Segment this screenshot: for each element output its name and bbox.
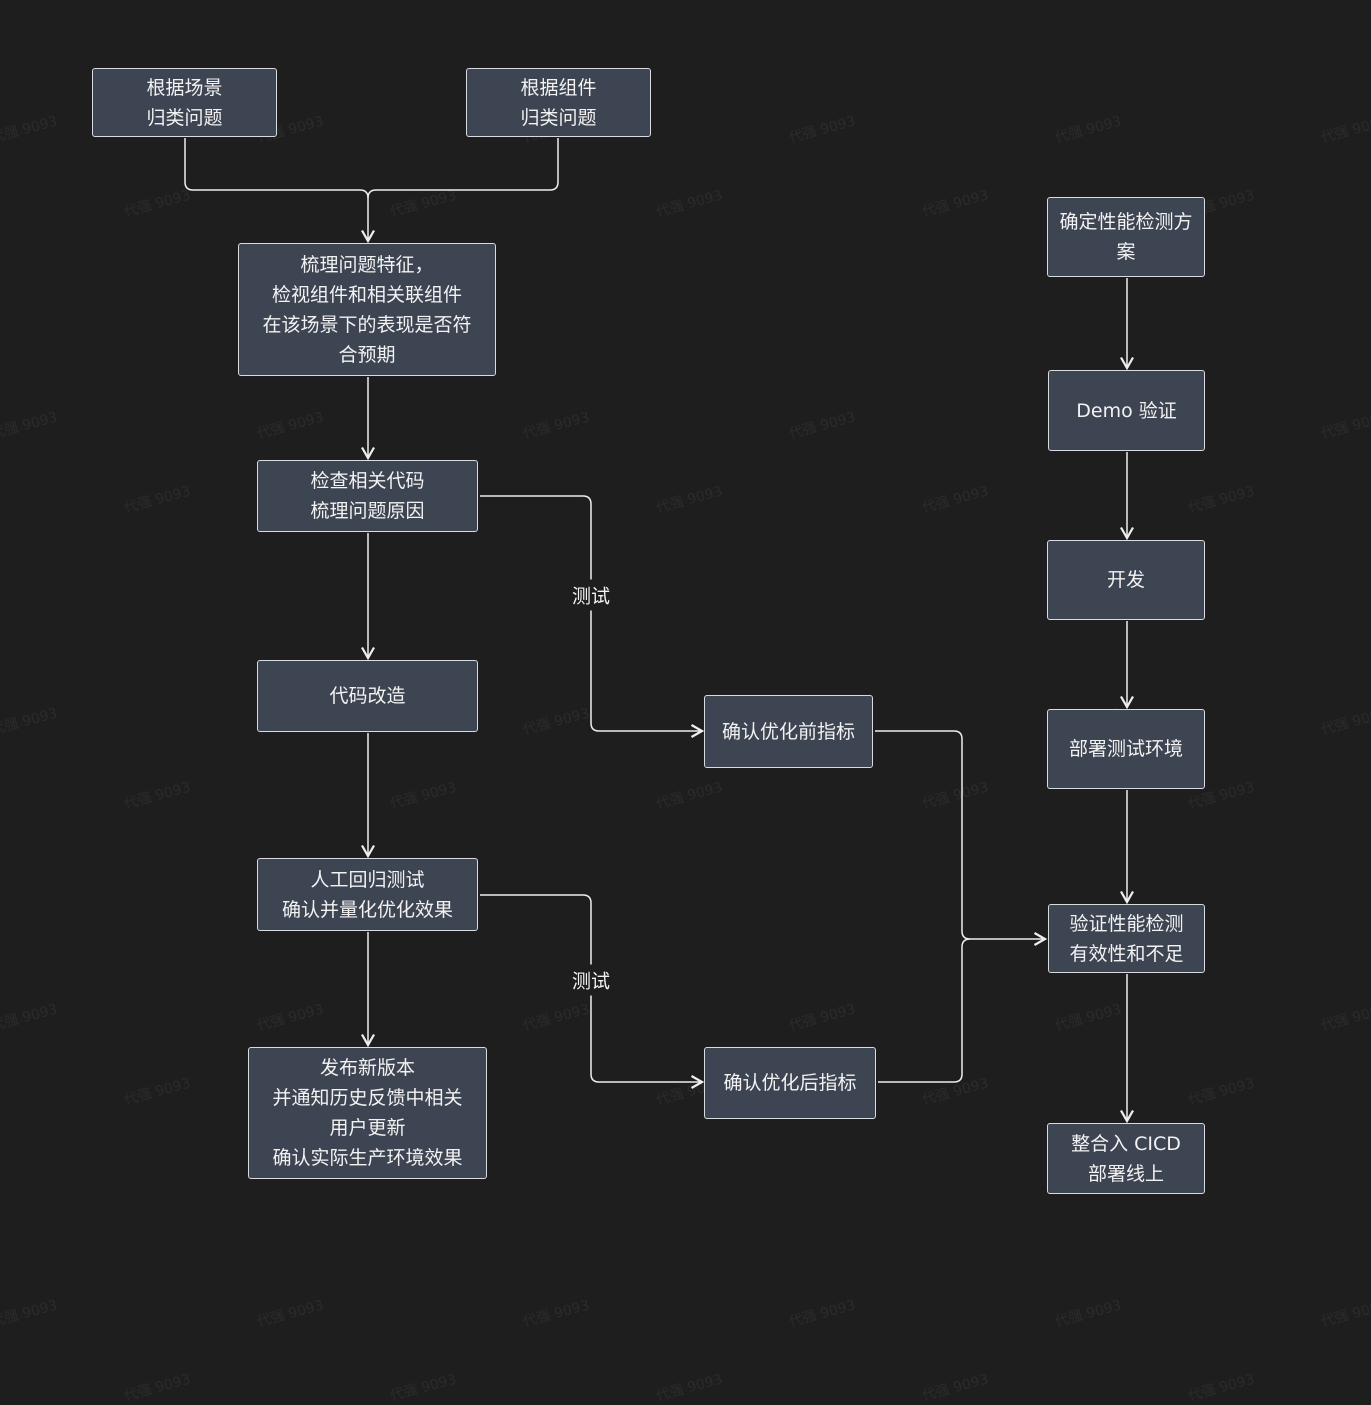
edge-label-test: 测试: [571, 579, 611, 611]
node-release[interactable]: 发布新版本 并通知历史反馈中相关 用户更新 确认实际生产环境效果: [248, 1047, 487, 1179]
node-plan[interactable]: 确定性能检测方 案: [1047, 197, 1205, 277]
watermark: 代强 9093: [1186, 1371, 1257, 1405]
edge-component-merge: [361, 138, 559, 244]
connectors: [184, 138, 1134, 1124]
node-sort-features[interactable]: 梳理问题特征， 检视组件和相关联组件 在该场景下的表现是否符 合预期: [238, 243, 496, 376]
watermark: 代强 9093: [0, 1297, 60, 1331]
watermark: 代强 9093: [122, 1371, 193, 1405]
edge-scene-merge: [184, 138, 369, 199]
watermark: 代强 9093: [1053, 1297, 1124, 1331]
node-cicd[interactable]: 整合入 CICD 部署线上: [1047, 1123, 1205, 1194]
node-verify[interactable]: 验证性能检测 有效性和不足: [1048, 904, 1205, 973]
watermark: 代强 9093: [255, 1297, 326, 1331]
node-before-metrics[interactable]: 确认优化前指标: [704, 695, 873, 768]
edge-after-verify: [878, 938, 971, 1083]
node-regression-test[interactable]: 人工回归测试 确认并量化优化效果: [257, 858, 478, 931]
node-refactor[interactable]: 代码改造: [257, 660, 478, 732]
node-deploy-test[interactable]: 部署测试环境: [1047, 709, 1205, 789]
watermark: 代强 9093: [521, 1297, 592, 1331]
watermark: 代强 9093: [654, 1371, 725, 1405]
watermark: 代强 9093: [388, 1371, 459, 1405]
watermark: 代强 9093: [787, 1297, 858, 1331]
node-check-code[interactable]: 检查相关代码 梳理问题原因: [257, 460, 478, 532]
node-develop[interactable]: 开发: [1047, 540, 1205, 620]
edge-label-test: 测试: [571, 964, 611, 996]
edge-d-before: [480, 495, 705, 738]
node-demo[interactable]: Demo 验证: [1048, 370, 1205, 451]
node-classify-by-scene[interactable]: 根据场景 归类问题: [92, 68, 277, 137]
watermark: 代强 9093: [1319, 1297, 1371, 1331]
node-after-metrics[interactable]: 确认优化后指标: [704, 1047, 876, 1119]
watermark: 代强 9093: [920, 1371, 991, 1405]
edge-before-verify: [875, 730, 1048, 946]
node-classify-by-component[interactable]: 根据组件 归类问题: [466, 68, 651, 137]
